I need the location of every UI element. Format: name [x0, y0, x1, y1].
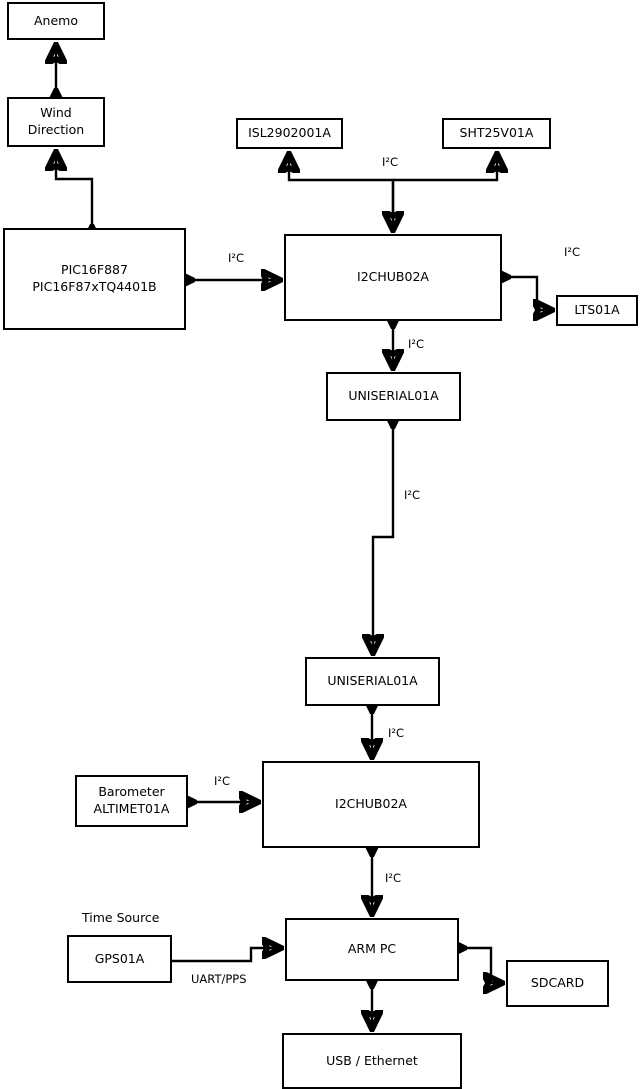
edge-label-hub-lts: I²C — [564, 245, 581, 259]
wire-armpc-sdcard — [463, 948, 501, 983]
edge-label-uniserial-dn-hub: I²C — [388, 726, 405, 740]
node-wind-direction-label: Wind Direction — [27, 105, 85, 137]
node-arm-pc[interactable]: ARM PC — [285, 918, 459, 981]
node-gps01a[interactable]: GPS01A — [67, 935, 172, 983]
edge-label-barometer-hub: I²C — [214, 774, 231, 788]
node-sht25v01a[interactable]: SHT25V01A — [442, 118, 551, 149]
node-isl2902001a-label: ISL2902001A — [248, 125, 331, 141]
edge-label-gps-armpc: UART/PPS — [191, 972, 247, 986]
node-arm-pc-label: ARM PC — [347, 941, 397, 957]
node-i2chub02a-bottom[interactable]: I2CHUB02A — [262, 761, 480, 848]
edge-label-pic-hub: I²C — [228, 251, 245, 265]
node-pic-mcu-label: PIC16F887 PIC16F87xTQ4401B — [32, 262, 157, 294]
edge-label-hub-uniserial-up: I²C — [408, 337, 425, 351]
wire-bus-sht — [393, 155, 497, 182]
node-sdcard-label: SDCARD — [530, 975, 585, 991]
node-sht25v01a-label: SHT25V01A — [459, 125, 534, 141]
node-anemo[interactable]: Anemo — [7, 2, 105, 40]
node-uniserial01a-upper-label: UNISERIAL01A — [348, 388, 439, 404]
node-i2chub02a-top[interactable]: I2CHUB02A — [284, 234, 502, 321]
wire-hubtop-bus — [289, 155, 395, 229]
node-sdcard[interactable]: SDCARD — [506, 960, 609, 1007]
edge-label-hub-armpc: I²C — [385, 871, 402, 885]
node-barometer-altimet01a[interactable]: Barometer ALTIMET01A — [75, 775, 188, 827]
node-i2chub02a-top-label: I2CHUB02A — [357, 269, 429, 285]
wire-uniserial-link — [373, 425, 393, 652]
node-uniserial01a-lower-label: UNISERIAL01A — [327, 673, 418, 689]
node-anemo-label: Anemo — [34, 12, 78, 28]
node-gps01a-label: GPS01A — [94, 950, 145, 966]
edge-label-isl-sht-bus: I²C — [382, 155, 399, 169]
node-i2chub02a-bottom-label: I2CHUB02A — [335, 796, 407, 812]
node-wind-direction[interactable]: Wind Direction — [7, 97, 105, 147]
wire-hubtop-lts — [507, 277, 551, 310]
node-uniserial01a-upper[interactable]: UNISERIAL01A — [326, 372, 461, 421]
edge-label-uniserial-link: I²C — [404, 488, 421, 502]
node-barometer-altimet01a-label: Barometer ALTIMET01A — [93, 784, 170, 816]
wire-pic-wind — [56, 153, 92, 228]
node-lts01a-label: LTS01A — [574, 302, 620, 318]
node-pic-mcu[interactable]: PIC16F887 PIC16F87xTQ4401B — [3, 228, 186, 330]
node-usb-ethernet[interactable]: USB / Ethernet — [282, 1033, 462, 1089]
node-lts01a[interactable]: LTS01A — [556, 295, 638, 326]
node-isl2902001a[interactable]: ISL2902001A — [236, 118, 343, 149]
node-uniserial01a-lower[interactable]: UNISERIAL01A — [305, 657, 440, 706]
label-time-source: Time Source — [82, 910, 160, 925]
wire-gps-armpc — [172, 948, 280, 963]
node-usb-ethernet-label: USB / Ethernet — [326, 1052, 418, 1068]
